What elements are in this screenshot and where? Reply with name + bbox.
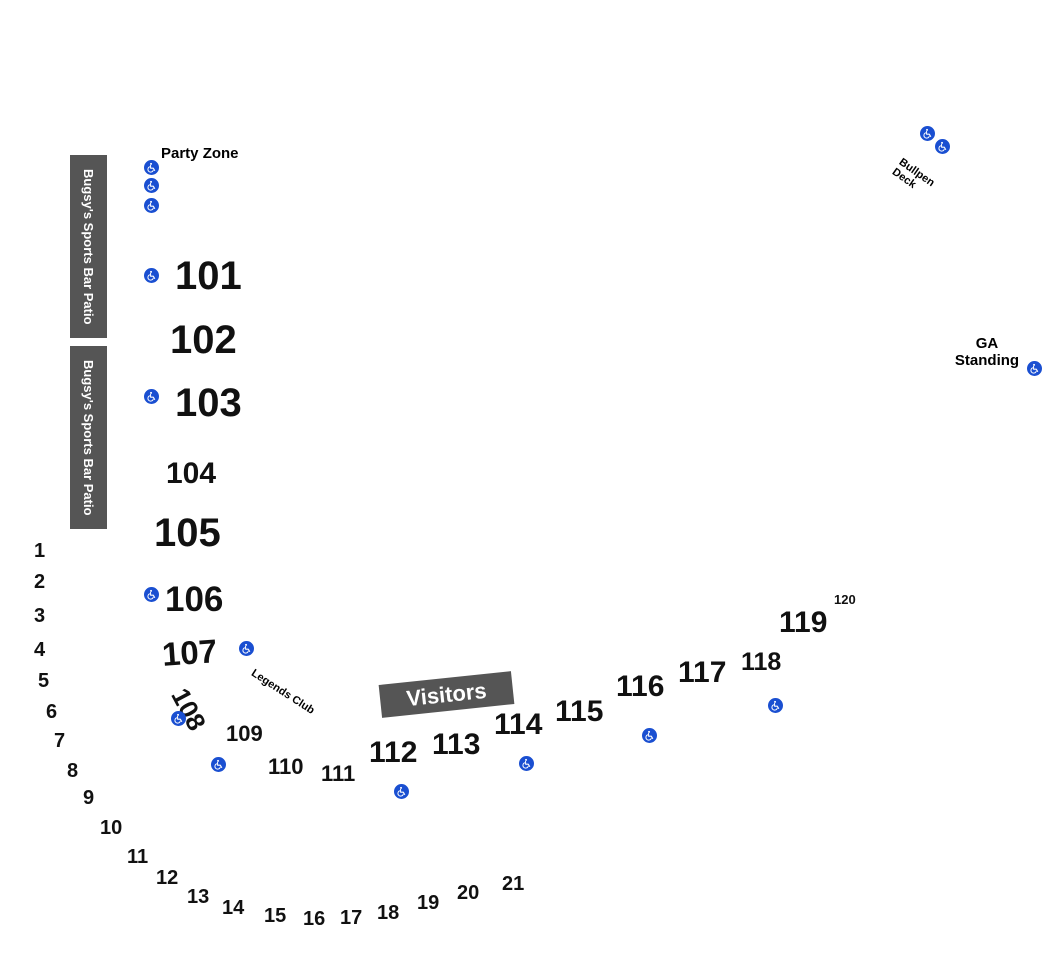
section-15[interactable]: 15 <box>264 905 287 927</box>
section-17[interactable]: 17 <box>340 907 363 929</box>
section-115[interactable]: 115 <box>555 695 604 728</box>
section-1[interactable]: 1 <box>34 540 46 562</box>
wheelchair-accessible-icon <box>171 711 186 726</box>
section-19[interactable]: 19 <box>417 892 440 914</box>
wheelchair-accessible-icon <box>935 139 950 154</box>
wheelchair-accessible-icon <box>144 587 159 602</box>
section-9[interactable]: 9 <box>83 787 95 809</box>
wheelchair-accessible-icon <box>144 198 159 213</box>
section-7[interactable]: 7 <box>54 730 66 752</box>
section-105[interactable]: 105 <box>154 511 221 555</box>
bullpen-deck-label[interactable]: Bullpen Deck <box>890 156 937 199</box>
section-6[interactable]: 6 <box>46 701 58 723</box>
wheelchair-accessible-icon <box>144 389 159 404</box>
wheelchair-accessible-icon <box>239 641 254 656</box>
section-109[interactable]: 109 <box>226 721 263 746</box>
party-zone-label[interactable]: Party Zone <box>161 145 239 162</box>
section-120[interactable]: 120 <box>834 592 856 607</box>
section-112[interactable]: 112 <box>369 736 418 769</box>
wheelchair-accessible-icon <box>144 178 159 193</box>
section-110[interactable]: 110 <box>268 754 304 779</box>
section-102[interactable]: 102 <box>170 318 237 362</box>
section-116[interactable]: 116 <box>616 670 665 703</box>
section-13[interactable]: 13 <box>187 886 210 908</box>
section-21[interactable]: 21 <box>502 873 525 895</box>
ga-standing-label[interactable]: GA Standing <box>949 335 1025 370</box>
section-10[interactable]: 10 <box>100 817 123 839</box>
section-2[interactable]: 2 <box>34 571 46 593</box>
wheelchair-accessible-icon <box>768 698 783 713</box>
section-16[interactable]: 16 <box>303 908 326 930</box>
section-108[interactable]: 108 <box>165 683 213 736</box>
section-3[interactable]: 3 <box>34 605 46 627</box>
wheelchair-accessible-icon <box>144 268 159 283</box>
visitors-label: Visitors <box>405 677 488 711</box>
wheelchair-accessible-icon <box>642 728 657 743</box>
section-111[interactable]: 111 <box>321 761 356 786</box>
section-20[interactable]: 20 <box>457 882 480 904</box>
section-14[interactable]: 14 <box>222 897 245 919</box>
patio-top-label: Bugsy's Sports Bar Patio <box>81 168 96 325</box>
section-11[interactable]: 11 <box>127 846 149 868</box>
section-4[interactable]: 4 <box>34 639 46 661</box>
patio-bottom-label: Bugsy's Sports Bar Patio <box>81 359 96 516</box>
section-101[interactable]: 101 <box>175 254 242 298</box>
section-107[interactable]: 107 <box>160 632 219 673</box>
patio-top[interactable]: Bugsy's Sports Bar Patio <box>70 155 107 338</box>
wheelchair-accessible-icon <box>394 784 409 799</box>
ga-line1: GA <box>975 335 999 352</box>
patio-bottom[interactable]: Bugsy's Sports Bar Patio <box>70 346 107 529</box>
section-117[interactable]: 117 <box>678 656 727 689</box>
section-114[interactable]: 114 <box>494 708 543 741</box>
ga-line2: Standing <box>954 352 1020 370</box>
section-18[interactable]: 18 <box>377 902 400 924</box>
wheelchair-accessible-icon <box>519 756 534 771</box>
wheelchair-accessible-icon <box>1027 361 1042 376</box>
legends-club-label[interactable]: Legends Club <box>249 667 317 717</box>
wheelchair-accessible-icon <box>211 757 226 772</box>
section-103[interactable]: 103 <box>175 381 242 425</box>
section-5[interactable]: 5 <box>38 670 50 692</box>
section-8[interactable]: 8 <box>67 760 79 782</box>
section-12[interactable]: 12 <box>156 867 179 889</box>
section-104[interactable]: 104 <box>166 457 217 490</box>
section-118[interactable]: 118 <box>741 648 782 676</box>
wheelchair-accessible-icon <box>144 160 159 175</box>
section-106[interactable]: 106 <box>165 580 224 619</box>
wheelchair-accessible-icon <box>920 126 935 141</box>
section-119[interactable]: 119 <box>779 606 828 639</box>
section-113[interactable]: 113 <box>432 728 481 761</box>
